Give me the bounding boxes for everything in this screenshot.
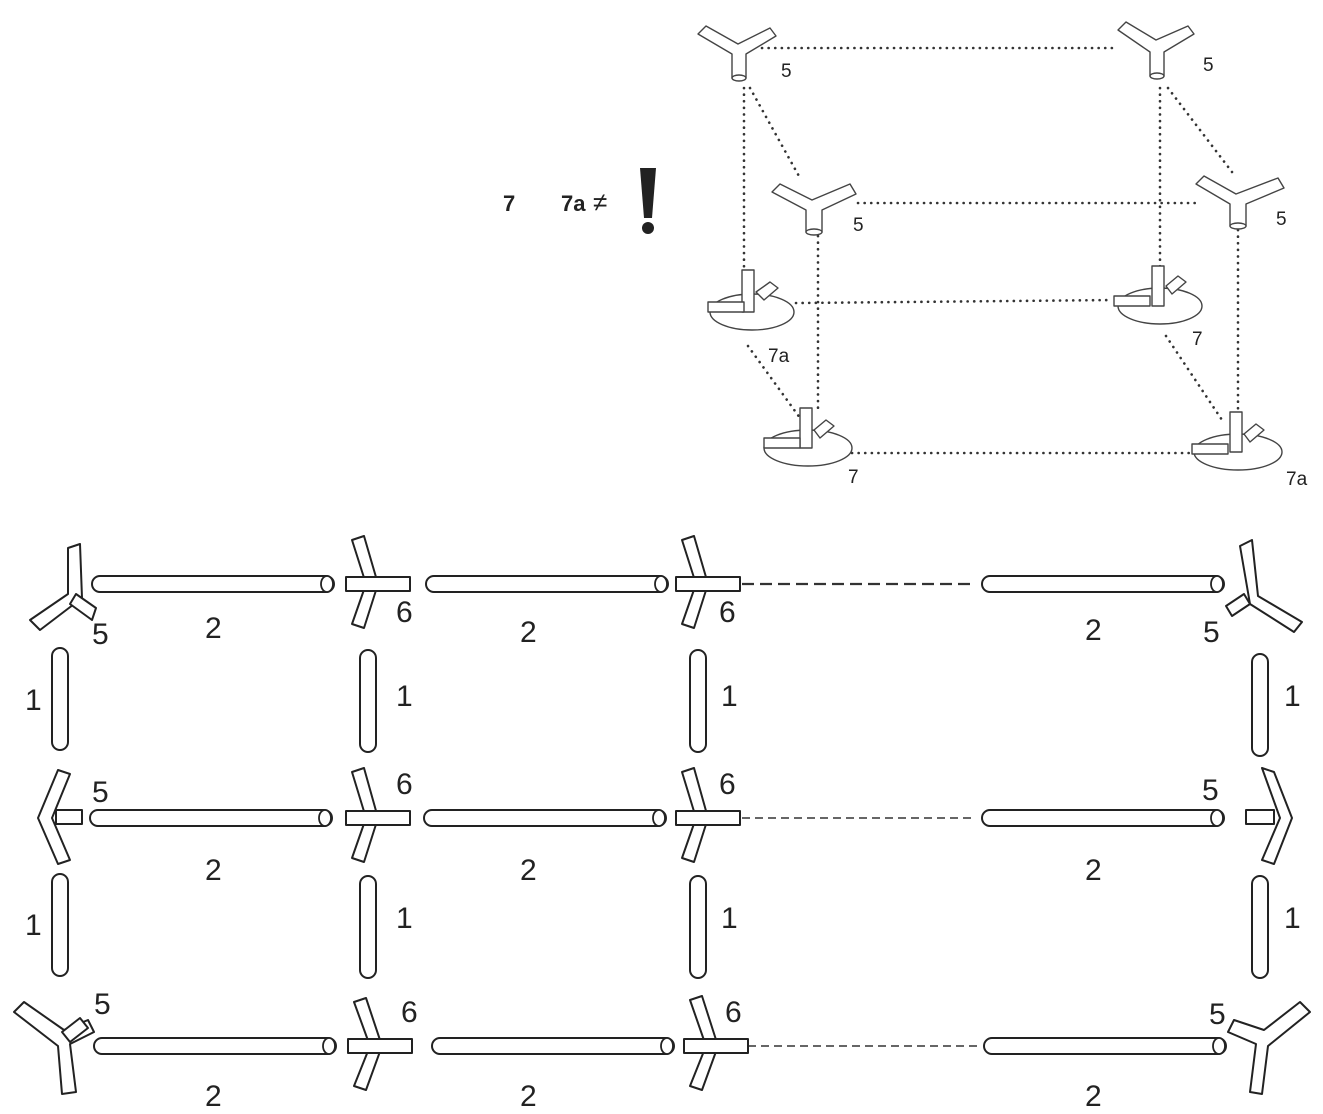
middle-connector-6 [683,995,749,1091]
corner-connector-5 [13,1001,95,1095]
label-upright-1: 1 [1284,902,1301,935]
middle-connector-6 [345,535,411,629]
middle-connector-6 [675,767,741,863]
middle-connector-6 [675,535,741,629]
label-pipe-2: 2 [205,854,222,887]
label-upright-1: 1 [721,902,738,935]
corner-connector-5 [29,543,97,631]
label-connector-6: 6 [725,996,742,1029]
label-pipe-2: 2 [520,1080,537,1113]
label-5-front-right: 5 [1276,209,1287,230]
pipe-2 [93,1037,337,1055]
base-7a-front-right [1191,411,1283,471]
label-pipe-2: 2 [520,616,537,649]
pipe-2 [91,575,335,593]
warning-icon [640,168,656,234]
base-7-front-left [763,407,853,467]
connector-5-back-left [697,25,777,82]
label-7-back-right: 7 [1192,329,1203,350]
base-7a-back-left [707,269,795,331]
label-5-front-left: 5 [853,215,864,236]
label-pipe-2: 2 [205,1080,222,1113]
middle-connector-6 [347,997,413,1091]
label-corner-5: 5 [94,988,111,1021]
pipe-2 [983,1037,1227,1055]
not-equal-sign: ≠ [593,187,607,217]
label-7a-front-right: 7a [1286,469,1308,490]
label-upright-1: 1 [25,684,42,717]
connector-5-back-right [1117,21,1195,80]
pipe-2 [431,1037,675,1055]
corner-connector-5 [37,769,83,865]
label-connector-6: 6 [719,596,736,629]
pipe-2 [981,575,1225,593]
pipe-2 [425,575,669,593]
label-corner-5: 5 [92,776,109,809]
pipe-2 [423,809,667,827]
label-upright-1: 1 [25,909,42,942]
label-connector-6: 6 [401,996,418,1029]
label-5-back-left: 5 [781,61,792,82]
label-corner-5: 5 [1209,998,1226,1031]
horizontal-pipes [89,575,1227,1055]
vertical-pipes [51,647,1269,979]
label-7a-back-left: 7a [768,346,790,367]
label-upright-1: 1 [396,680,413,713]
label-upright-1: 1 [1284,680,1301,713]
corner-connector-5 [1225,539,1303,633]
pipe-2 [981,809,1225,827]
corner-connector-5 [1245,767,1293,865]
label-7-front-left: 7 [848,467,859,488]
label-pipe-2: 2 [1085,854,1102,887]
label-pipe-2: 2 [1085,1080,1102,1113]
label-pipe-2: 2 [1085,614,1102,647]
connector-5-front-right [1195,175,1285,230]
extension-lines [742,582,978,1047]
middle-connector-6 [345,767,411,863]
label-corner-5: 5 [92,618,109,651]
base-7-back-right [1113,265,1203,325]
legend-part-7a: 7a [561,191,586,216]
label-upright-1: 1 [396,902,413,935]
label-corner-5: 5 [1203,616,1220,649]
frame-grid: 5 6 6 5 2 2 2 1 1 1 1 5 6 6 5 2 2 2 1 1 … [13,535,1311,1113]
legend: 7 7a ≠ [503,168,656,234]
label-connector-6: 6 [719,768,736,801]
label-pipe-2: 2 [205,612,222,645]
dotted-frame-lines [742,46,1240,455]
label-5-back-right: 5 [1203,55,1214,76]
frame-3d-view: 5 5 5 5 7a 7 7 7a [697,21,1308,490]
connector-5-front-left [771,183,857,236]
pipe-2 [89,809,333,827]
label-connector-6: 6 [396,596,413,629]
label-corner-5: 5 [1202,774,1219,807]
corner-connector-5 [1227,1001,1311,1095]
legend-part-7: 7 [503,191,515,216]
label-upright-1: 1 [721,680,738,713]
label-pipe-2: 2 [520,854,537,887]
label-connector-6: 6 [396,768,413,801]
